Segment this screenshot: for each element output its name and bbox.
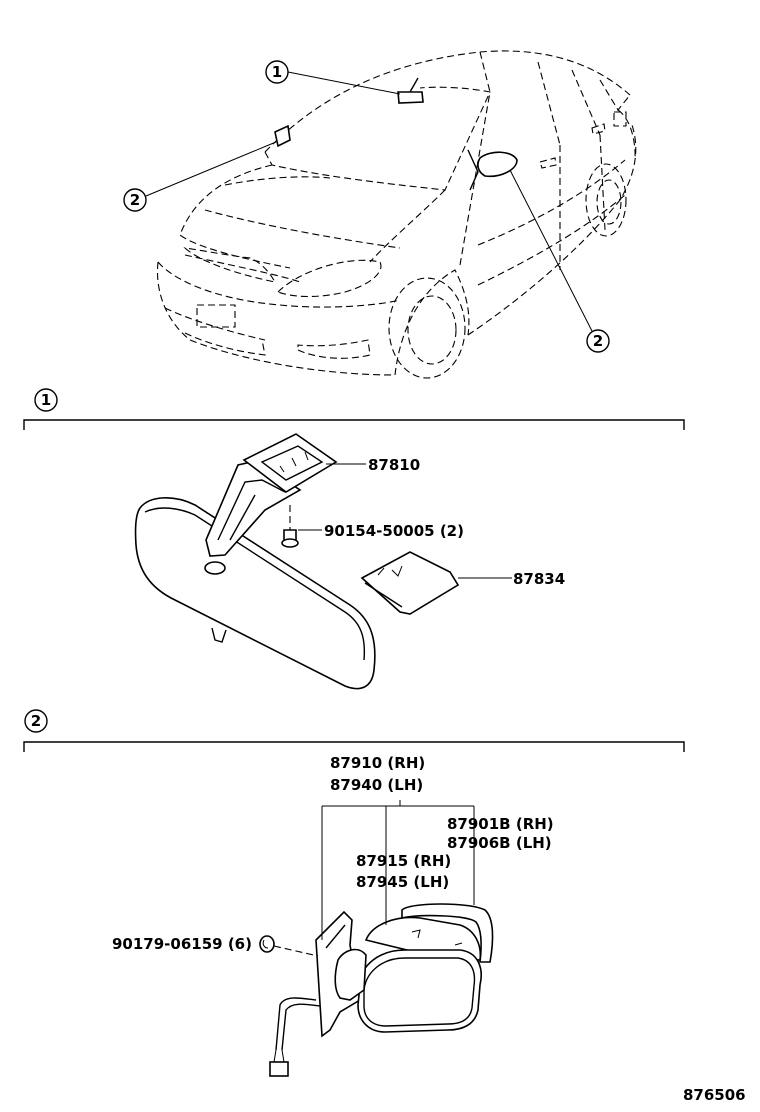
inner-mirror-illustration <box>134 433 376 690</box>
car-outer-mirror-right <box>467 149 518 191</box>
overview-callout-1: 1 <box>265 60 401 95</box>
label-87906b-lh: 87906B (LH) <box>447 834 552 852</box>
label-87810: 87810 <box>326 456 420 474</box>
svg-text:2: 2 <box>130 191 140 209</box>
screw-illustration <box>281 505 299 548</box>
svg-text:1: 1 <box>41 391 51 409</box>
svg-text:1: 1 <box>272 63 282 81</box>
overview-callout-2-right: 2 <box>509 169 610 353</box>
svg-text:2: 2 <box>31 712 41 730</box>
label-87910-rh: 87910 (RH) <box>330 754 425 772</box>
section-1-header: 1 <box>23 388 685 430</box>
svg-text:2: 2 <box>593 332 603 350</box>
car-inner-mirror <box>397 77 424 104</box>
svg-text:90154-50005 (2): 90154-50005 (2) <box>324 522 464 540</box>
clip-illustration <box>259 935 319 957</box>
label-90179-06159: 90179-06159 (6) <box>112 935 252 953</box>
overview-callout-2-left: 2 <box>123 141 277 212</box>
cover-illustration <box>360 551 460 615</box>
label-screw: 90154-50005 (2) <box>298 522 464 540</box>
car-outline <box>156 50 637 379</box>
illustration-number: 876506 <box>683 1086 746 1104</box>
label-87945-lh: 87945 (LH) <box>356 873 449 891</box>
label-87915-rh: 87915 (RH) <box>356 852 451 870</box>
section-2-header: 2 <box>23 709 685 752</box>
svg-text:87834: 87834 <box>513 570 565 588</box>
car-outer-mirror-left <box>274 124 291 148</box>
label-87834: 87834 <box>458 570 565 588</box>
label-87901b-rh: 87901B (RH) <box>447 815 554 833</box>
svg-text:87810: 87810 <box>368 456 420 474</box>
outer-mirror-illustration <box>269 903 494 1077</box>
section-2-leaders <box>321 800 475 940</box>
label-87940-lh: 87940 (LH) <box>330 776 423 794</box>
